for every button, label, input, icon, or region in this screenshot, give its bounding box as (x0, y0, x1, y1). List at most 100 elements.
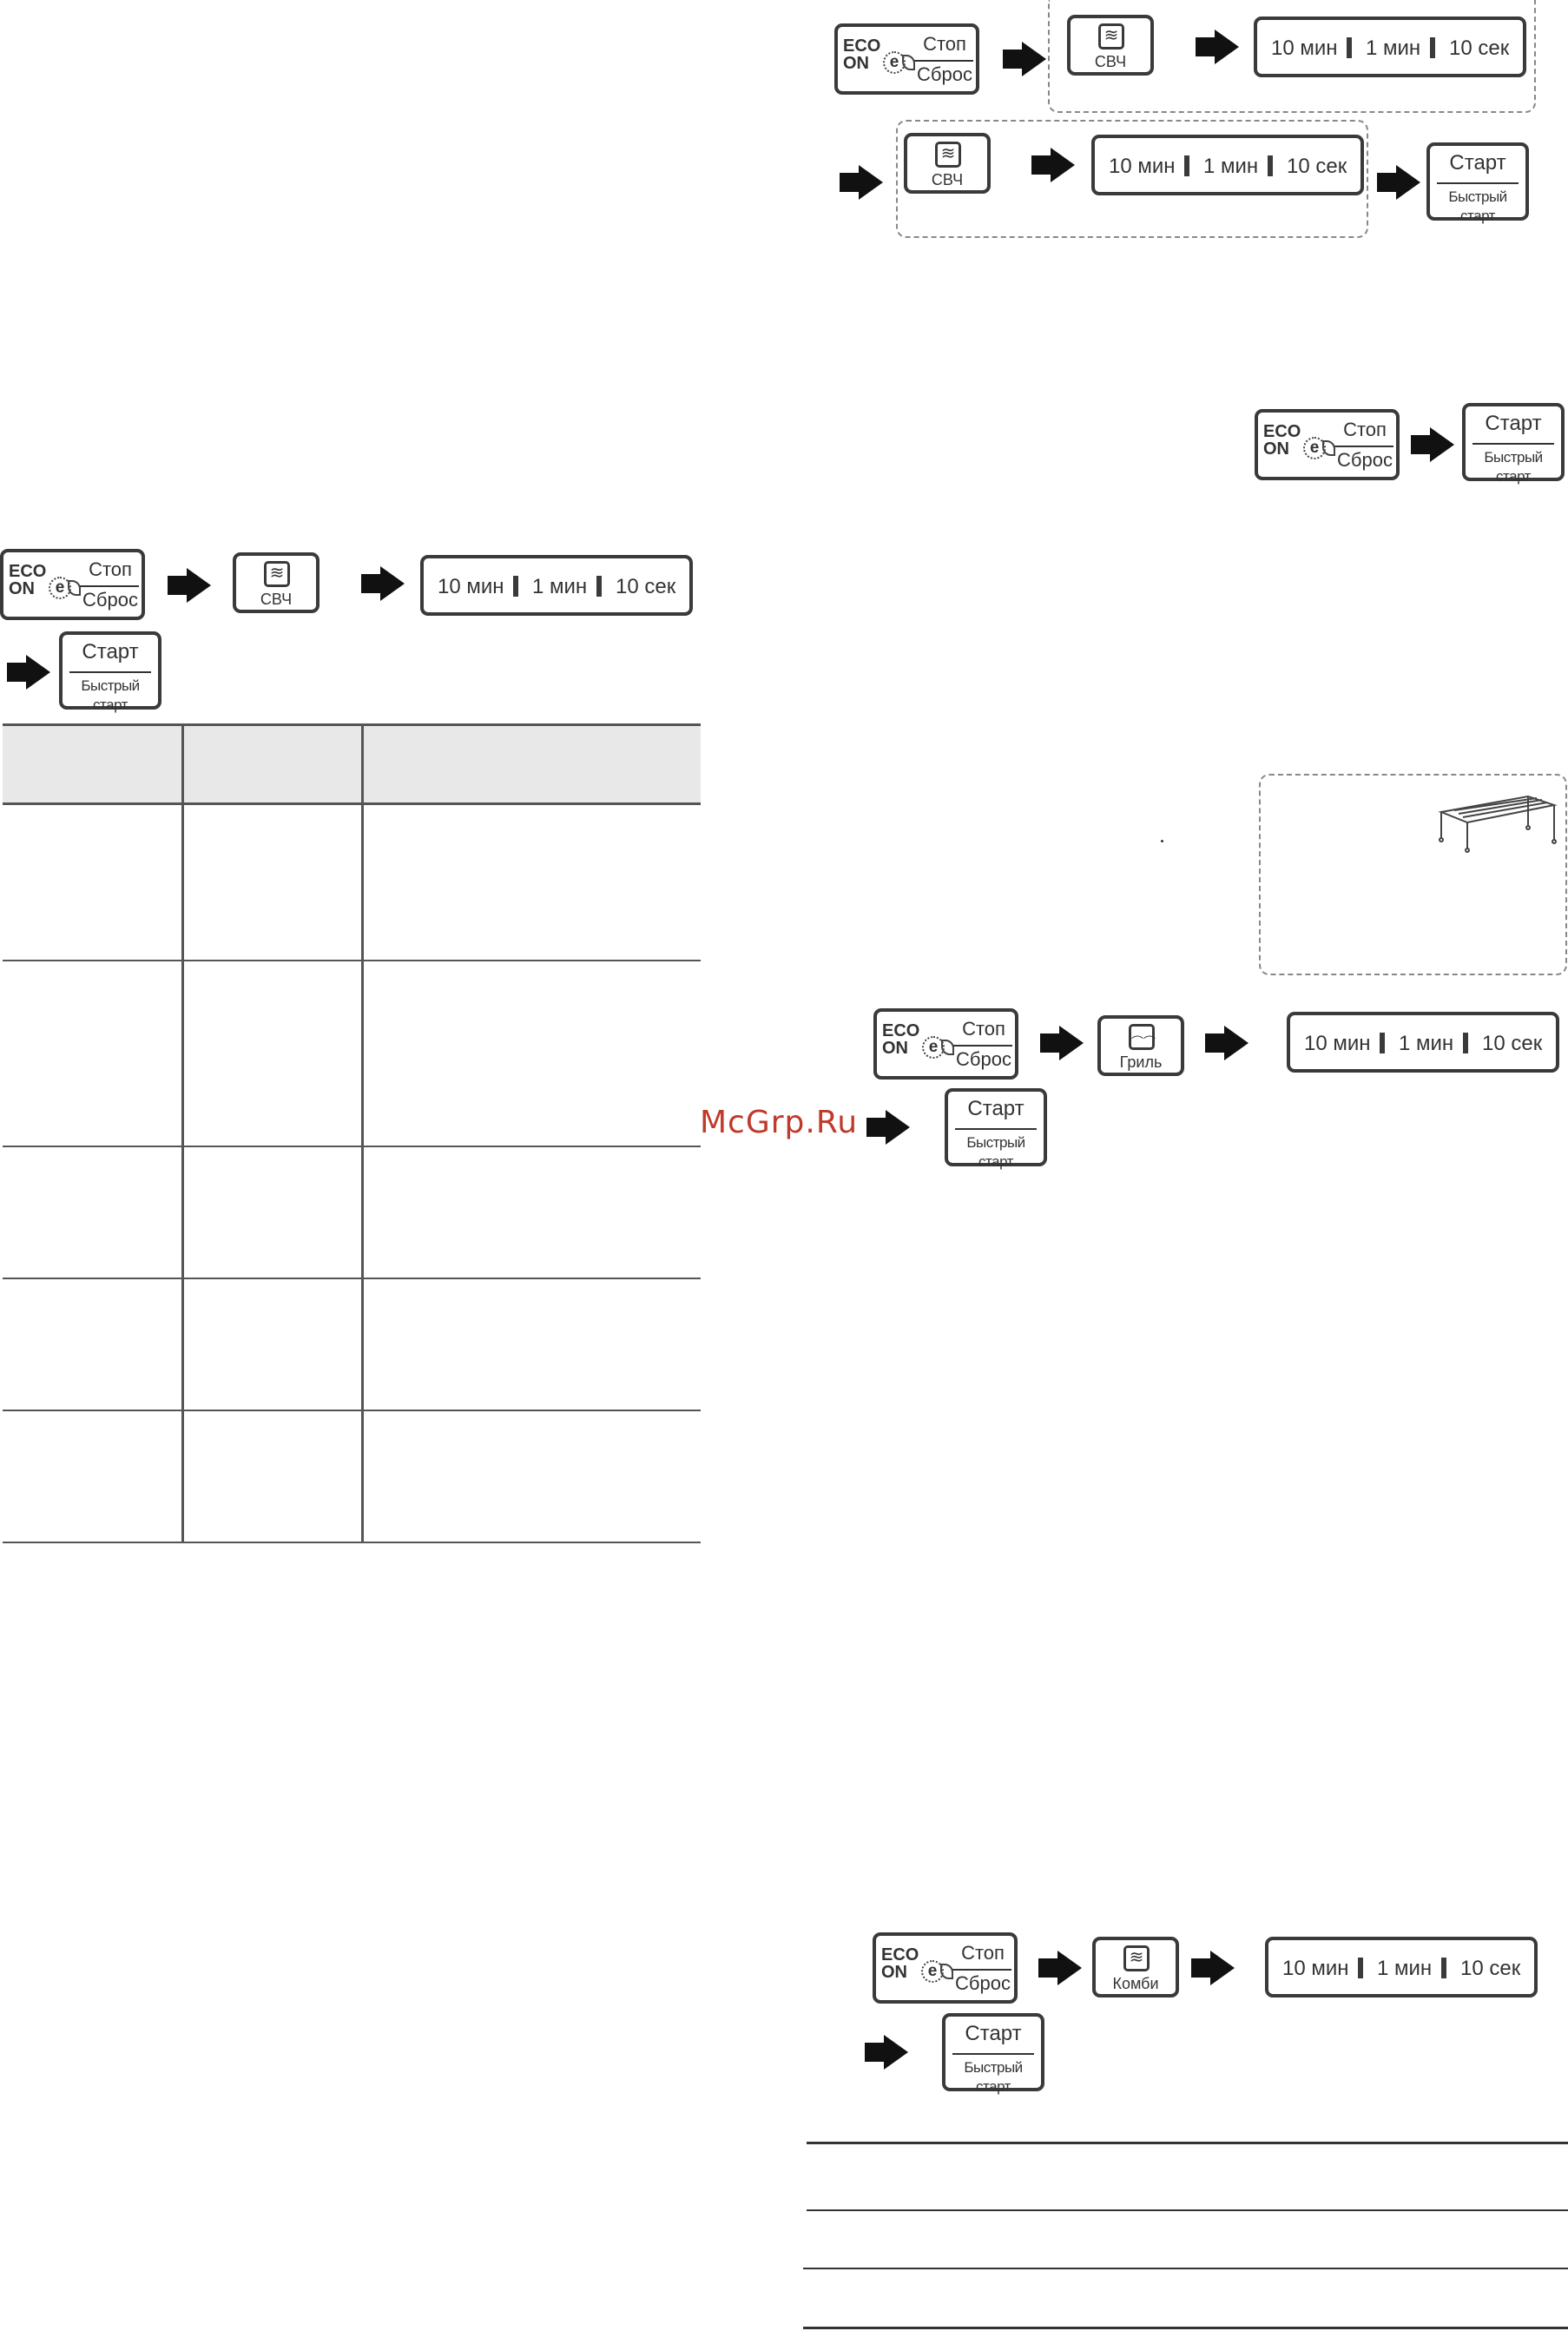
reset-label: Сброс (917, 63, 972, 85)
combi-button[interactable]: ≋ Комби (1092, 1937, 1179, 1998)
separator (1358, 1958, 1363, 1978)
table-row (3, 1410, 701, 1543)
combi-label: Комби (1112, 1975, 1159, 1992)
divider (69, 671, 151, 673)
separator (1184, 155, 1189, 176)
divider (1472, 443, 1554, 445)
time-10min-button[interactable]: 10 мин (1271, 36, 1338, 60)
microwave-label: СВЧ (931, 171, 964, 188)
time-buttons[interactable]: 10 мин 1 мин 10 сек (1091, 135, 1364, 195)
separator (1463, 1033, 1468, 1053)
microwave-label: СВЧ (260, 591, 293, 608)
reset-label: Сброс (82, 589, 138, 611)
time-10sec-button[interactable]: 10 сек (616, 575, 676, 598)
stop-label: Стоп (961, 1942, 1005, 1964)
microwave-button[interactable]: ≋ СВЧ (1067, 15, 1154, 76)
grill-button[interactable]: ︵︵ Гриль (1097, 1015, 1184, 1076)
divider (1437, 182, 1519, 184)
divider (80, 585, 139, 587)
table-rule (803, 2268, 1568, 2269)
time-1min-button[interactable]: 1 мин (1203, 155, 1259, 178)
time-1min-button[interactable]: 1 мин (1377, 1957, 1433, 1980)
table-header-cell (361, 723, 701, 805)
arrow-right-icon (1411, 427, 1454, 462)
arrow-right-icon (1196, 30, 1239, 64)
microwave-button[interactable]: ≋ СВЧ (233, 552, 320, 613)
accessory-box (1259, 774, 1567, 975)
group-stage-2 (896, 120, 1368, 238)
reset-label: Сброс (1337, 449, 1393, 471)
arrow-right-icon (1191, 1951, 1235, 1985)
time-10sec-button[interactable]: 10 сек (1287, 155, 1347, 178)
separator (513, 576, 518, 597)
separator (1430, 37, 1435, 58)
arrow-right-icon (7, 655, 50, 690)
table-rule (803, 2327, 1568, 2329)
leaf-icon (902, 55, 915, 70)
leaf-icon (941, 1040, 954, 1055)
microwave-button[interactable]: ≋ СВЧ (904, 133, 991, 194)
time-1min-button[interactable]: 1 мин (1399, 1032, 1454, 1055)
start-button[interactable]: Старт Быстрый старт (59, 631, 161, 713)
time-10min-button[interactable]: 10 мин (1109, 155, 1176, 178)
combi-icon: ≋ (1123, 1945, 1150, 1971)
stop-label: Стоп (962, 1018, 1005, 1040)
time-10min-button[interactable]: 10 мин (1304, 1032, 1371, 1055)
quick-start-label: Быстрый старт (1448, 188, 1507, 224)
time-buttons[interactable]: 10 мин 1 мин 10 сек (1254, 17, 1526, 77)
grill-rack-icon (1438, 795, 1558, 853)
time-10sec-button[interactable]: 10 сек (1482, 1032, 1543, 1055)
divider (955, 1128, 1037, 1130)
start-button[interactable]: Старт Быстрый старт (1426, 142, 1529, 224)
quick-start-label: Быстрый старт (1484, 449, 1543, 485)
microwave-label: СВЧ (1094, 53, 1127, 70)
table-rule (807, 2142, 1568, 2144)
time-10min-button[interactable]: 10 мин (1282, 1957, 1349, 1980)
separator (1441, 1958, 1446, 1978)
table-row (3, 960, 701, 1147)
separator (1268, 155, 1273, 176)
arrow-right-icon (1038, 1951, 1082, 1985)
time-buttons[interactable]: 10 мин 1 мин 10 сек (1287, 1012, 1559, 1073)
time-1min-button[interactable]: 1 мин (1366, 36, 1421, 60)
arrow-right-icon (865, 2035, 908, 2070)
time-10sec-button[interactable]: 10 сек (1460, 1957, 1521, 1980)
quick-start-label: Быстрый старт (964, 2059, 1023, 2095)
start-button[interactable]: Старт Быстрый старт (1462, 403, 1565, 485)
separator (1380, 1033, 1385, 1053)
reset-label: Сброс (956, 1048, 1011, 1070)
arrow-right-icon (866, 1110, 910, 1145)
start-button[interactable]: Старт Быстрый старт (945, 1088, 1047, 1170)
divider (953, 1045, 1012, 1047)
table-rule (807, 2209, 1568, 2211)
arrow-right-icon (1031, 148, 1075, 182)
leaf-icon (940, 1964, 953, 1979)
divider (952, 1969, 1011, 1971)
wave-icon: ≋ (935, 142, 961, 168)
time-1min-button[interactable]: 1 мин (532, 575, 588, 598)
time-10min-button[interactable]: 10 мин (438, 575, 504, 598)
divider (952, 2053, 1034, 2055)
separator (596, 576, 602, 597)
grill-icon: ︵︵ (1129, 1024, 1156, 1050)
arrow-right-icon (1205, 1026, 1248, 1060)
wave-icon: ≋ (264, 561, 290, 587)
arrow-right-icon (361, 566, 405, 601)
time-10sec-button[interactable]: 10 сек (1449, 36, 1510, 60)
time-buttons[interactable]: 10 мин 1 мин 10 сек (1265, 1937, 1538, 1998)
table-header-cell (181, 723, 363, 805)
stop-label: Стоп (1343, 419, 1387, 440)
start-button[interactable]: Старт Быстрый старт (942, 2013, 1044, 2095)
grill-label: Гриль (1119, 1053, 1163, 1071)
time-buttons[interactable]: 10 мин 1 мин 10 сек (420, 555, 693, 616)
